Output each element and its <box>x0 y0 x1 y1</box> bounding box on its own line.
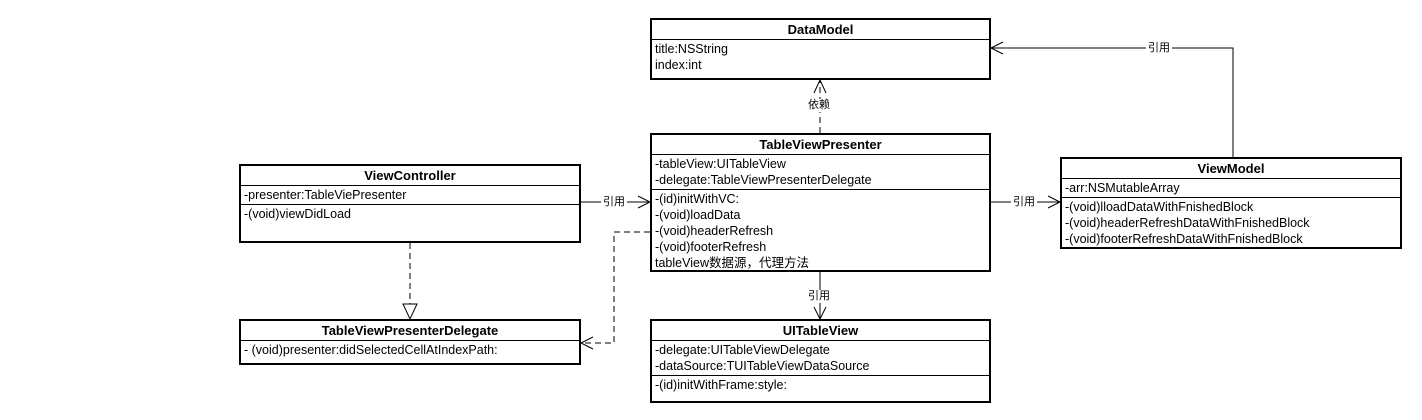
attribute: -delegate:UITableViewDelegate <box>655 343 830 357</box>
class-name: UITableView <box>652 321 989 341</box>
presenter-to-delegate-line <box>581 231 650 344</box>
class-uitableview[interactable]: UITableView -delegate:UITableViewDelegat… <box>650 319 991 403</box>
attribute: title:NSString <box>655 42 728 56</box>
operation: -(void)headerRefreshDataWithFnishedBlock <box>1065 216 1310 230</box>
class-tableviewpresenterdelegate[interactable]: TableViewPresenterDelegate - (void)prese… <box>239 319 581 365</box>
attribute: -presenter:TableViePresenter <box>244 188 407 202</box>
class-viewcontroller[interactable]: ViewController -presenter:TableViePresen… <box>239 164 581 243</box>
attributes-section: -delegate:UITableViewDelegate -dataSourc… <box>652 341 989 376</box>
operations-section: - (void)presenter:didSelectedCellAtIndex… <box>241 341 579 359</box>
class-viewmodel[interactable]: ViewModel -arr:NSMutableArray -(void)llo… <box>1060 157 1402 249</box>
operations-section: -(id)initWithFrame:style: <box>652 376 989 394</box>
operation: -(id)initWithFrame:style: <box>655 378 787 392</box>
class-tableviewpresenter[interactable]: TableViewPresenter -tableView:UITableVie… <box>650 133 991 272</box>
label-viewmodel-to-datamodel: 引用 <box>1146 42 1172 55</box>
label-presenter-to-viewmodel: 引用 <box>1011 196 1037 209</box>
operation: - (void)presenter:didSelectedCellAtIndex… <box>244 343 498 357</box>
attribute: -delegate:TableViewPresenterDelegate <box>655 173 872 187</box>
attributes-section: -arr:NSMutableArray <box>1062 179 1400 198</box>
operation: -(void)headerRefresh <box>655 224 774 238</box>
label-viewcontroller-to-presenter: 引用 <box>601 196 627 209</box>
class-name: TableViewPresenterDelegate <box>241 321 579 341</box>
class-name: TableViewPresenter <box>652 135 989 155</box>
operation: -(void)loadData <box>655 208 741 222</box>
attributes-section: -tableView:UITableView -delegate:TableVi… <box>652 155 989 190</box>
attribute: -dataSource:TUITableViewDataSource <box>655 359 870 373</box>
class-datamodel[interactable]: DataModel title:NSString index:int <box>650 18 991 80</box>
operation: -(void)footerRefresh <box>655 240 767 254</box>
open-arrowhead-icon <box>579 336 594 350</box>
viewmodel-to-datamodel-line <box>991 47 1234 157</box>
operation: -(void)lloadDataWithFnishedBlock <box>1065 200 1254 214</box>
operation: -(void)footerRefreshDataWithFnishedBlock <box>1065 232 1303 246</box>
attribute: -tableView:UITableView <box>655 157 786 171</box>
operations-section: -(void)viewDidLoad <box>241 205 579 223</box>
operation: -(id)initWithVC: <box>655 192 740 206</box>
label-presenter-to-uitableview: 引用 <box>806 290 832 303</box>
class-name: ViewModel <box>1062 159 1400 179</box>
open-arrowhead-icon <box>813 78 827 94</box>
attribute: -arr:NSMutableArray <box>1065 181 1180 195</box>
attributes-section: title:NSString index:int <box>652 40 989 74</box>
class-name: ViewController <box>241 166 579 186</box>
operations-section: -(void)lloadDataWithFnishedBlock -(void)… <box>1062 198 1400 248</box>
operations-section: -(id)initWithVC: -(void)loadData -(void)… <box>652 190 989 272</box>
attributes-section: -presenter:TableViePresenter <box>241 186 579 205</box>
label-presenter-to-datamodel: 依赖 <box>806 99 832 112</box>
operation: -(void)viewDidLoad <box>244 207 351 221</box>
open-arrowhead-icon <box>989 41 1004 55</box>
class-name: DataModel <box>652 20 989 40</box>
operation: tableView数据源，代理方法 <box>655 256 809 270</box>
hollow-triangle-icon <box>402 303 418 321</box>
attribute: index:int <box>655 58 702 72</box>
